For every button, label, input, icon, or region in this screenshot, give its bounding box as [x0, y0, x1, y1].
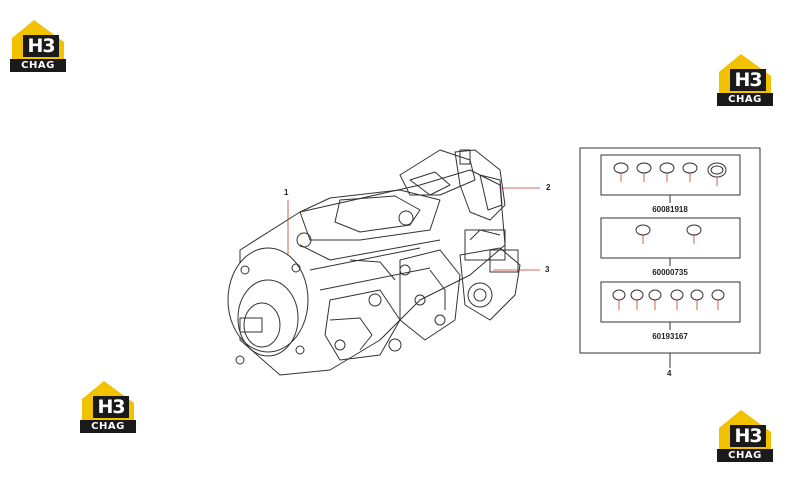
brand-logo: H3 CHAG: [717, 406, 773, 462]
callout-1: 1: [284, 188, 289, 197]
callout-4: 4: [667, 369, 672, 378]
brand-logo: H3 CHAG: [80, 377, 136, 433]
hydraulic-pump-drawing: [227, 149, 521, 376]
brand-logo: H3 CHAG: [10, 16, 66, 72]
logo-mark: H3: [97, 396, 125, 418]
o-ring: [710, 165, 724, 175]
callout-2: 2: [546, 183, 551, 192]
logo-house-icon: [82, 381, 134, 423]
logo-mark: H3: [734, 69, 762, 91]
logo-caption: CHAG: [717, 449, 773, 462]
logo-mark: H3: [734, 425, 762, 447]
part-number-kit-1: 60081918: [652, 205, 688, 214]
seal-kit-panel: [579, 147, 761, 368]
logo-house-icon: [719, 54, 771, 96]
logo-mark: H3: [27, 35, 55, 57]
brand-logo: H3 CHAG: [717, 50, 773, 106]
kit-3-ring-leaders: [618, 300, 719, 310]
part-number-kit-3: 60193167: [652, 332, 688, 341]
kit-2-ring-leaders: [642, 235, 695, 244]
logo-house-icon: [719, 410, 771, 452]
logo-caption: CHAG: [80, 420, 136, 433]
callout-leaders: [287, 187, 540, 271]
callout-3: 3: [545, 265, 550, 274]
logo-house-icon: [12, 20, 64, 62]
kit-1-ring-leaders: [620, 173, 718, 186]
logo-caption: CHAG: [717, 93, 773, 106]
logo-caption: CHAG: [10, 59, 66, 72]
part-number-kit-2: 60000735: [652, 268, 688, 277]
